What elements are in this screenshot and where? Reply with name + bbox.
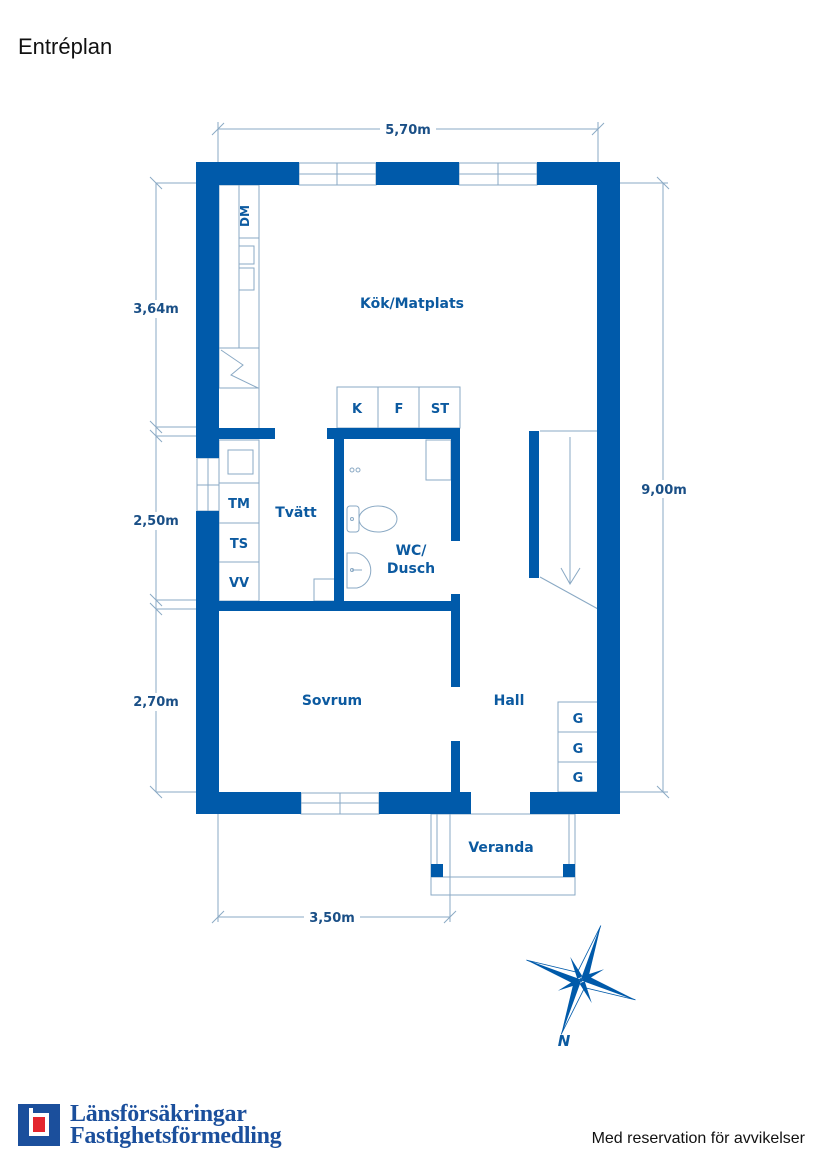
- dimension-bottom-bedroom: 3,50m: [309, 911, 355, 926]
- floor-plan: Kök/Matplats Tvätt WC/ Dusch Sovrum Hall…: [133, 122, 687, 1050]
- dimension-top-width: 5,70m: [385, 123, 431, 138]
- fixture-wardrobe: G: [573, 742, 584, 757]
- fixture-fridge: K: [352, 402, 363, 417]
- compass-rose-icon: [526, 925, 636, 1035]
- walls: [196, 162, 620, 877]
- fixture-washing-machine: TM: [228, 497, 250, 512]
- fixture-water-heater: VV: [229, 576, 249, 591]
- compass-north-label: N: [558, 1032, 571, 1050]
- company-logo: Länsförsäkringar Fastighetsförmedling: [18, 1101, 282, 1149]
- disclaimer-text: Med reservation för avvikelser: [591, 1130, 805, 1147]
- dimension-left-laundry: 2,50m: [133, 514, 179, 529]
- room-label-wc-line2: Dusch: [387, 561, 435, 577]
- fixture-wardrobe: G: [573, 712, 584, 727]
- logo-text-line1: Länsförsäkringar: [70, 1101, 247, 1127]
- dimension-left-kitchen: 3,64m: [133, 302, 179, 317]
- fixture-wardrobe: G: [573, 771, 584, 786]
- room-label-laundry: Tvätt: [275, 505, 317, 521]
- fixture-dishwasher: DM: [238, 205, 252, 227]
- fixture-freezer: F: [395, 402, 404, 417]
- room-label-wc-line1: WC/: [396, 543, 428, 559]
- dimension-left-bedroom: 2,70m: [133, 695, 179, 710]
- fixture-dryer: TS: [230, 537, 248, 552]
- room-label-kitchen: Kök/Matplats: [360, 296, 464, 312]
- room-label-hall: Hall: [494, 693, 525, 709]
- dimension-right-height: 9,00m: [641, 483, 687, 498]
- logo-text-line2: Fastighetsförmedling: [70, 1123, 282, 1149]
- room-label-veranda: Veranda: [468, 840, 533, 856]
- page-title: Entréplan: [18, 34, 113, 59]
- logo-mark-icon: [18, 1104, 60, 1146]
- fixture-storage: ST: [431, 402, 449, 417]
- room-label-bedroom: Sovrum: [302, 693, 362, 709]
